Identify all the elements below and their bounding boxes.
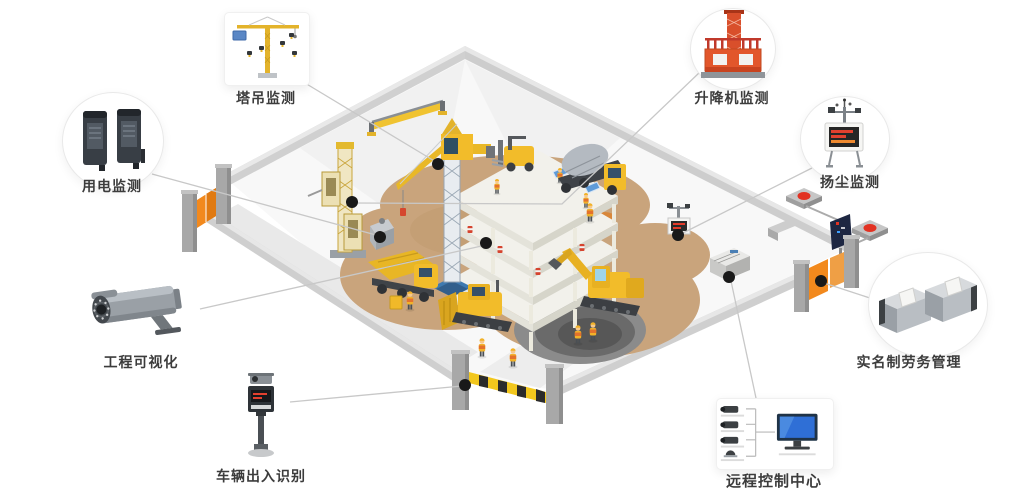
license-plate-camera-icon [248,373,274,457]
site-workers [389,203,598,369]
dump-truck [368,250,438,302]
monitor-point-dot [374,231,386,243]
left-gate [181,164,232,252]
bulldozer [438,280,512,332]
monitor-point-dot [672,229,684,241]
cctv-camera-icon [91,285,182,336]
callout-tower-crane-monitoring: 塔吊监测 [224,12,310,106]
callout-label: 扬尘监测 [820,174,880,190]
forklift [491,136,534,172]
concrete-mixer-truck [558,143,626,195]
right-gate [768,188,888,312]
monitor-point-dot [815,275,827,287]
monitor-point-dot [346,196,358,208]
connector-lines [151,71,877,403]
callout-label: 塔吊监测 [236,90,296,106]
excavator [548,248,644,316]
callout-project-visualization: 工程可视化 [85,268,197,370]
callout-label: 工程可视化 [103,354,179,370]
tower-crane [396,118,495,297]
callout-hoist-monitoring: 升降机监测 [690,8,776,106]
callout-label: 用电监测 [82,178,142,194]
control-center-icon [720,405,818,462]
construction-hoist-icon [701,10,765,78]
callout-label: 车辆出入识别 [216,468,306,484]
turnstile-gate-icon [879,276,977,333]
callout-label: 远程控制中心 [725,473,822,490]
monitor-point-dot [480,237,492,249]
callout-electricity-monitoring: 用电监测 [62,92,164,194]
callout-remote-control-center: 远程控制中心 [716,398,834,490]
callout-vehicle-access-recognition: 车辆出入识别 [216,372,305,484]
monitor-point-dot [432,158,444,170]
dust-station-icon [824,98,864,168]
monitor-point-dot [459,379,471,391]
tower-crane-icon [232,16,299,78]
callout-label: 实名制劳务管理 [856,354,962,370]
callout-dust-monitoring: 扬尘监测 [800,96,890,190]
power-meter-icon [83,109,145,171]
monitor-point-dots [346,158,827,391]
monitor-point-dot [723,271,735,283]
callout-labor-management: 实名制劳务管理 [857,252,988,370]
callout-label: 升降机监测 [694,90,770,106]
construction-hoist [307,142,366,258]
beam-machine [367,99,447,136]
